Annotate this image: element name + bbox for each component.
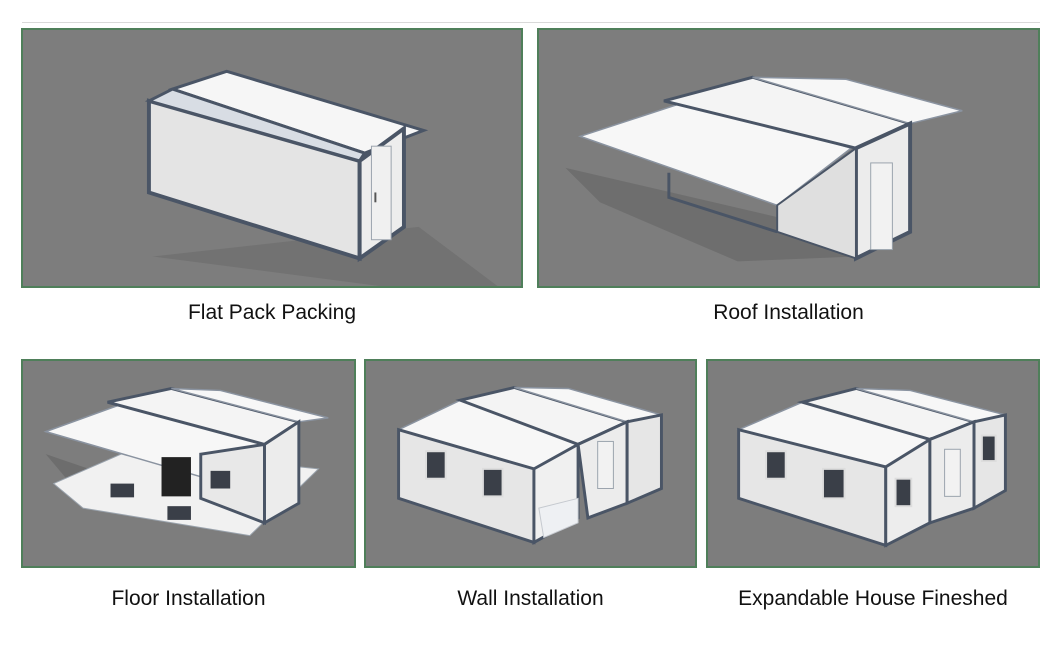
expandable-house-finished-image bbox=[706, 359, 1040, 568]
flat-pack-packing-image bbox=[21, 28, 523, 288]
flat-pack-container-illustration bbox=[144, 69, 498, 286]
top-divider bbox=[22, 22, 1040, 23]
roof-installation-illustration bbox=[565, 75, 963, 262]
caption-flat-pack-packing: Flat Pack Packing bbox=[187, 301, 357, 324]
caption-expandable-house-finished: Expandable House Fineshed bbox=[738, 587, 1008, 610]
expandable-house-finished-illustration bbox=[736, 386, 1007, 548]
roof-installation-image bbox=[537, 28, 1040, 288]
caption-floor-installation: Floor Installation bbox=[111, 587, 266, 610]
caption-wall-installation: Wall Installation bbox=[457, 587, 604, 610]
floor-installation-image bbox=[21, 359, 356, 568]
floor-installation-illustration bbox=[43, 386, 329, 537]
wall-installation-illustration bbox=[396, 385, 663, 545]
wall-installation-image bbox=[364, 359, 697, 568]
caption-roof-installation: Roof Installation bbox=[713, 301, 864, 324]
